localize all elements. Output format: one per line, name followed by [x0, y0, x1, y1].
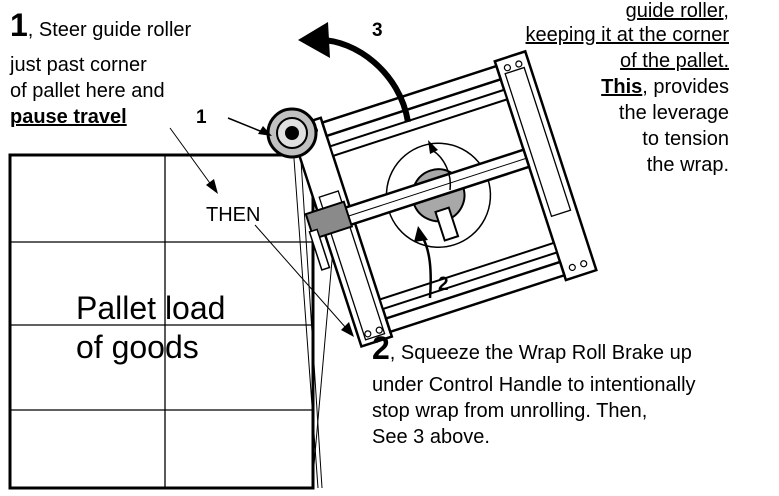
guide-roller — [266, 107, 318, 159]
step3-line5: the leverage — [618, 102, 729, 124]
step2-text-d: See 3 above. — [372, 426, 490, 448]
step1-text-a: , Steer guide roller — [27, 19, 192, 41]
step2-text-c: stop wrap from unrolling. Then, — [372, 400, 648, 422]
step2-text-b: under Control Handle to intentionally — [372, 374, 696, 396]
step2-block: 2, Squeeze the Wrap Roll Brake up — [372, 332, 692, 364]
then-label: THEN — [206, 204, 261, 226]
step3-line4: This, provides — [601, 76, 729, 98]
frame-top-bar — [320, 64, 503, 138]
step1-text-b: just past corner — [10, 54, 147, 76]
step2-text-a: , Squeeze the Wrap Roll Brake up — [389, 342, 692, 364]
pallet-load — [8, 153, 315, 490]
step1-number: 1 — [10, 7, 28, 43]
hub-rotation-arrow — [431, 149, 452, 191]
step3-line2: keeping it at the corner — [525, 24, 729, 46]
step3-line1: guide roller, — [625, 0, 729, 22]
frame-right-plate — [493, 49, 598, 282]
rotation-arrow-3 — [298, 22, 411, 123]
step3-line6: to tension — [642, 128, 729, 150]
brake-arrow-2 — [414, 226, 432, 299]
leader-step2 — [254, 224, 354, 337]
step3-line7: the wrap. — [646, 154, 729, 176]
leader-then — [169, 127, 218, 194]
leader-1 — [227, 117, 272, 136]
callout-3: 3 — [372, 20, 383, 41]
wrapping-machine — [288, 49, 598, 349]
step3-this: This — [601, 76, 643, 98]
pallet-line2: of goods — [76, 329, 199, 365]
step3-line3: of the pallet. — [620, 50, 729, 72]
step1-text-c: of pallet here and — [10, 80, 165, 102]
callout-1: 1 — [196, 107, 207, 128]
pallet-line1: Pallet load — [76, 290, 226, 326]
frame-bottom-bar — [384, 260, 566, 334]
step1-block: 1, Steer guide roller — [10, 9, 192, 41]
step3-provides: , provides — [642, 76, 729, 98]
callout-2: 2 — [438, 274, 449, 295]
wrap-roll-brake — [434, 206, 460, 242]
step1-text-d: pause travel — [10, 106, 127, 128]
step2-number: 2 — [372, 330, 390, 366]
